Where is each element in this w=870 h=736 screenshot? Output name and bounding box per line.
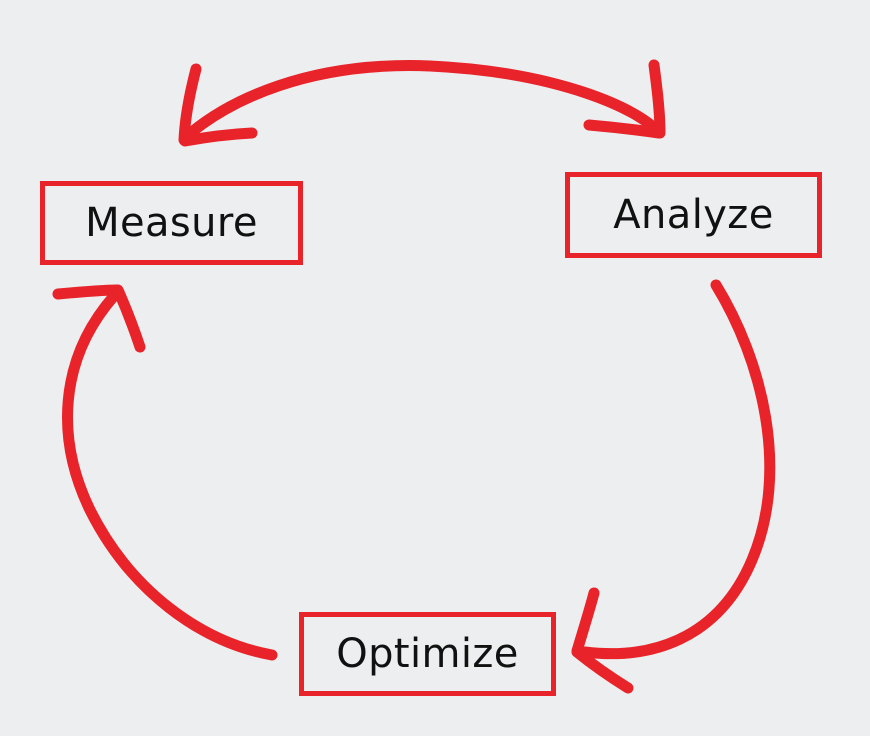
arrow-analyze-to-measure-head-upper xyxy=(178,63,202,146)
arrow-analyze-to-optimize xyxy=(571,279,776,694)
arrow-analyze-to-measure-tail-lower xyxy=(583,119,665,139)
node-optimize-label: Optimize xyxy=(336,631,519,677)
arrow-optimize-to-measure-head-left xyxy=(52,284,123,300)
node-analyze-label: Analyze xyxy=(613,192,774,238)
arrow-analyze-to-measure-shaft xyxy=(180,60,664,143)
arrow-optimize-to-measure-shaft xyxy=(62,290,278,661)
node-analyze[interactable]: Analyze xyxy=(565,172,822,258)
arrow-analyze-to-optimize-head-lower xyxy=(571,646,634,694)
arrow-optimize-to-measure xyxy=(52,284,278,661)
node-measure-label: Measure xyxy=(85,200,258,246)
node-measure[interactable]: Measure xyxy=(40,181,303,265)
arrow-analyze-to-measure xyxy=(178,59,666,147)
arrow-analyze-to-optimize-head-upper xyxy=(571,587,600,657)
arrow-optimize-to-measure-head-right xyxy=(112,284,146,353)
arrow-analyze-to-optimize-shaft xyxy=(579,279,776,660)
arrow-analyze-to-measure-tail-upper xyxy=(648,59,666,139)
arrow-analyze-to-measure-head-lower xyxy=(179,127,258,147)
node-optimize[interactable]: Optimize xyxy=(299,612,556,696)
